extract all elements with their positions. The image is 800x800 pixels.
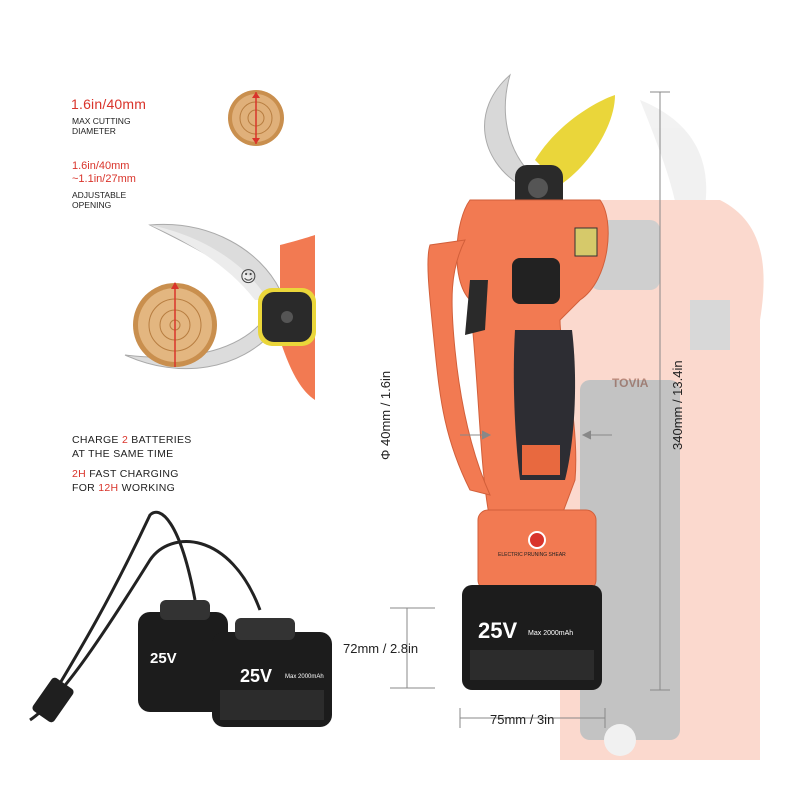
max-cutting-label: MAX CUTTING DIAMETER — [72, 116, 131, 136]
adjustable-label-line1: ADJUSTABLE — [72, 190, 127, 200]
tool-battery-capacity: Max 2000mAh — [528, 630, 573, 637]
charge-line1: CHARGE 2 BATTERIES — [72, 433, 192, 447]
charge-line4: FOR 12H WORKING — [72, 481, 192, 495]
charge-line4-post: WORKING — [118, 482, 176, 494]
battery-width-label: 75mm / 3in — [490, 712, 555, 727]
charge-line3-num: 2H — [72, 468, 87, 480]
charger-battery-2-max-label: Max — [285, 674, 297, 680]
pruning-shear-main — [427, 73, 615, 690]
charger-battery-2-capacity-value: 2000mAh — [298, 674, 324, 680]
charge-info: CHARGE 2 BATTERIES AT THE SAME TIME 2H F… — [72, 433, 192, 495]
adjustable-label-line2: OPENING — [72, 200, 112, 210]
charge-line1-post: BATTERIES — [128, 434, 192, 446]
charge-line4-num: 12H — [98, 482, 119, 494]
charger-battery-2-voltage: 25V — [240, 666, 273, 686]
tool-battery-voltage: 25V — [478, 618, 518, 643]
adjustable-value-line2: ~1.1in/27mm — [72, 173, 136, 185]
charger-battery-1-voltage: 25V — [150, 650, 177, 667]
charge-line3: 2H FAST CHARGING — [72, 467, 192, 481]
charger-battery-2-capacity: Max 2000mAh — [285, 674, 324, 680]
ghost-tool-image — [560, 100, 764, 760]
log-cross-section-small — [228, 90, 284, 146]
adjustable-opening-label: ADJUSTABLE OPENING — [72, 190, 126, 210]
tool-name-label: ELECTRIC PRUNING SHEAR — [498, 552, 566, 558]
adjustable-value-line1: 1.6in/40mm — [72, 160, 130, 172]
svg-text:☺: ☺ — [240, 267, 257, 286]
tool-battery-capacity-value: 2000mAh — [543, 630, 574, 637]
height-dimension-label: 340mm / 13.4in — [670, 360, 685, 450]
battery-height-label: 72mm / 2.8in — [343, 641, 419, 656]
max-cutting-label-line2: DIAMETER — [72, 126, 116, 136]
max-cutting-value: 1.6in/40mm — [71, 96, 147, 112]
ghost-brand-label: TOVIA — [612, 376, 649, 390]
charge-line1-num: 2 — [121, 434, 129, 446]
grip-diameter-label: Φ 40mm / 1.6in — [378, 370, 393, 460]
tool-battery-max-label: Max — [528, 630, 542, 637]
charge-line4-pre: FOR — [72, 482, 99, 494]
charger-batteries — [29, 510, 332, 727]
max-cutting-label-line1: MAX CUTTING — [72, 116, 131, 126]
dimension-lines — [390, 91, 670, 728]
charge-line3-post: FAST CHARGING — [86, 468, 179, 480]
adjustable-opening-value: 1.6in/40mm ~1.1in/27mm — [72, 160, 136, 186]
charge-line2: AT THE SAME TIME — [72, 448, 174, 460]
charge-line1-pre: CHARGE — [72, 434, 122, 446]
blade-closeup: ☺ — [124, 223, 316, 400]
